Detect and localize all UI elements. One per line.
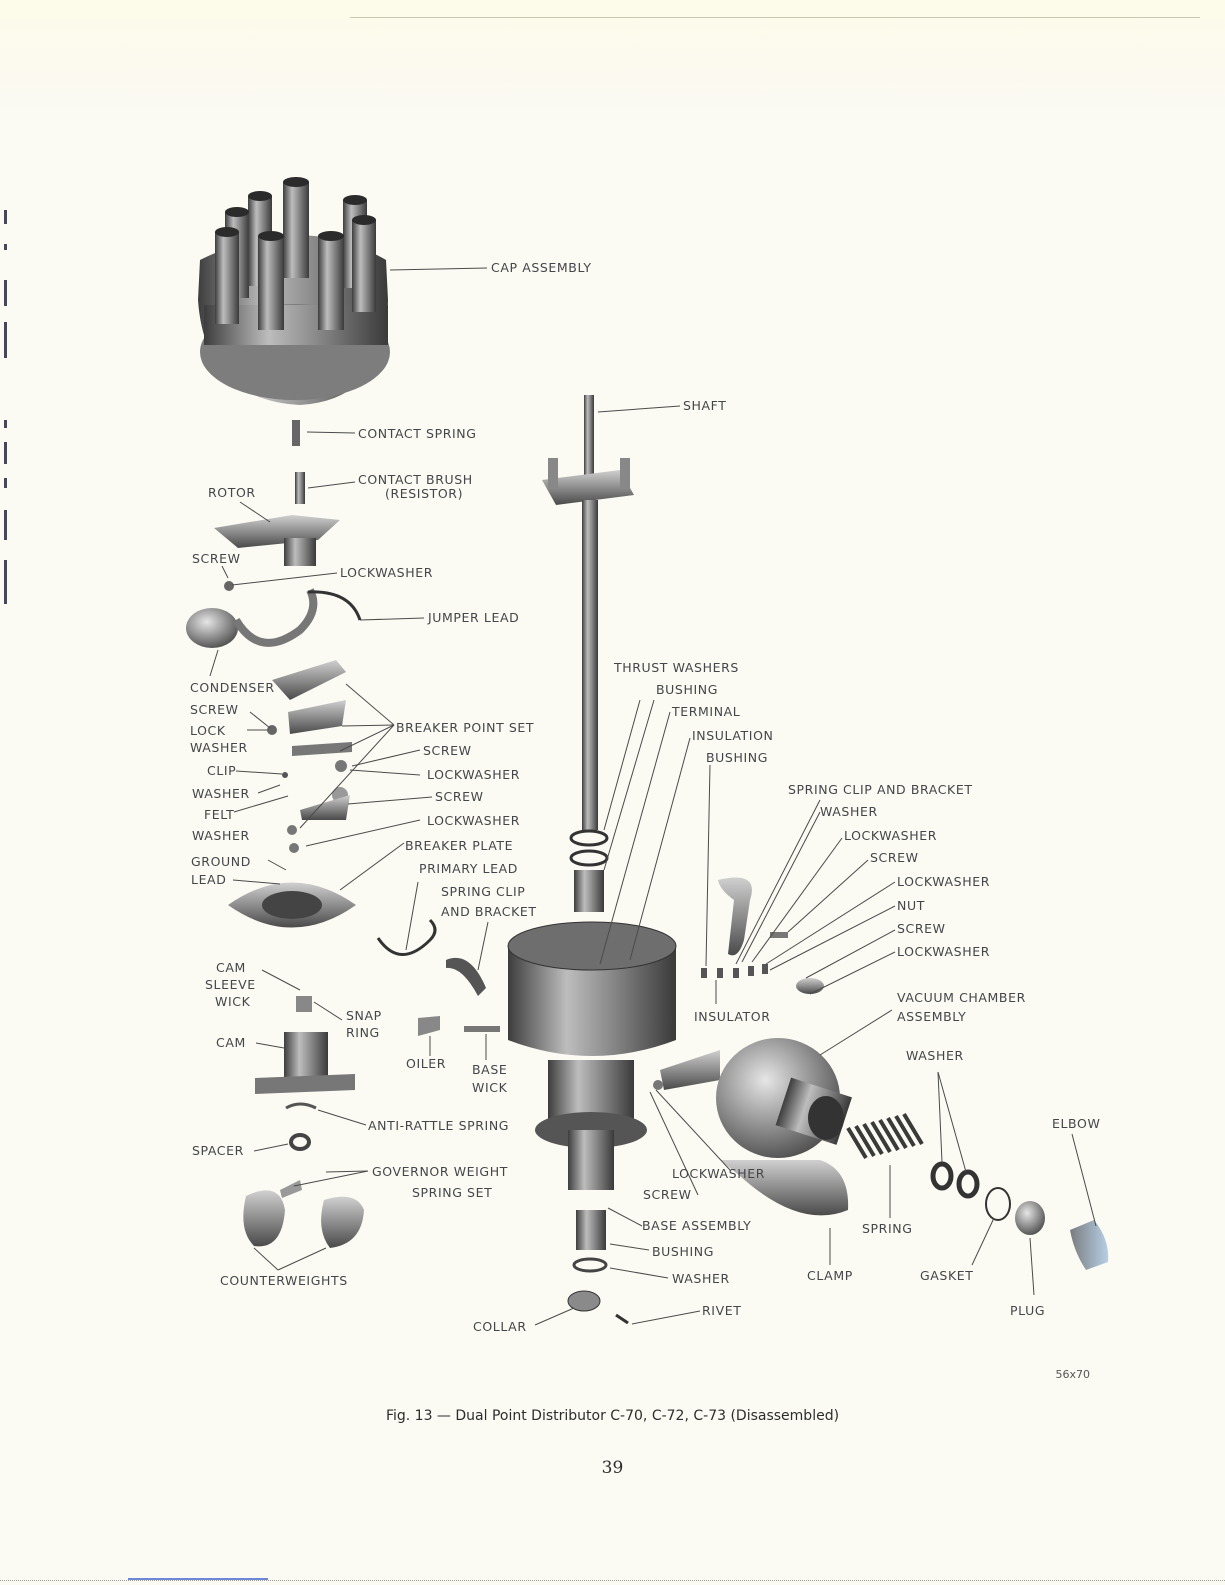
label-condenser: CONDENSER — [190, 680, 275, 695]
label-spring-set: SPRING SET — [412, 1185, 492, 1200]
label-ring: RING — [346, 1025, 380, 1040]
scan-bottom-rule — [0, 1580, 1225, 1581]
thrust-washers-part — [569, 829, 609, 912]
label-washer-left: WASHER — [192, 786, 250, 801]
label-screw-base: SCREW — [643, 1187, 692, 1202]
label-cam: CAM — [216, 960, 246, 975]
label-lockwasher-rotor: LOCKWASHER — [340, 565, 433, 580]
label-bushing-2: BUSHING — [706, 750, 768, 765]
page-top-band — [0, 0, 1225, 110]
page-number: 39 — [601, 1458, 624, 1478]
label-spring-vac: SPRING — [862, 1221, 912, 1236]
label-base-assembly: BASE ASSEMBLY — [642, 1218, 751, 1233]
cap-assembly-part — [198, 177, 390, 405]
label-lead: LEAD — [191, 872, 226, 887]
right-small-parts — [653, 877, 824, 1090]
label-cap-assembly: CAP ASSEMBLY — [491, 260, 592, 275]
label-washer-r: WASHER — [820, 804, 878, 819]
label-rotor: ROTOR — [208, 485, 256, 500]
label-elbow: ELBOW — [1052, 1116, 1100, 1131]
label-resistor: (RESISTOR) — [385, 486, 463, 501]
label-snap: SNAP — [346, 1008, 382, 1023]
label-sleeve: SLEEVE — [205, 977, 256, 992]
label-oiler: OILER — [406, 1056, 446, 1071]
label-breaker-point-set: BREAKER POINT SET — [396, 720, 534, 735]
label-vacuum-chamber: VACUUM CHAMBER — [897, 990, 1026, 1005]
label-collar: COLLAR — [473, 1319, 527, 1334]
label-primary-lead: PRIMARY LEAD — [419, 861, 518, 876]
rotor-and-small-parts — [186, 420, 500, 1248]
label-plug: PLUG — [1010, 1303, 1045, 1318]
label-spring-clip: SPRING CLIP — [441, 884, 525, 899]
label-gasket: GASKET — [920, 1268, 974, 1283]
label-nut: NUT — [897, 898, 925, 913]
label-washer-felt: WASHER — [192, 828, 250, 843]
label-lockwasher-r1: LOCKWASHER — [844, 828, 937, 843]
label-contact-spring: CONTACT SPRING — [358, 426, 477, 441]
label-washer-base: WASHER — [672, 1271, 730, 1286]
label-screw-left: SCREW — [190, 702, 239, 717]
scan-top-rule — [350, 17, 1200, 18]
label-screw-bp1: SCREW — [423, 743, 472, 758]
label-felt: FELT — [204, 807, 234, 822]
label-lockwasher-bp2: LOCKWASHER — [427, 813, 520, 828]
label-washer-lock: WASHER — [190, 740, 248, 755]
label-insulation: INSULATION — [692, 728, 773, 743]
label-shaft: SHAFT — [683, 398, 727, 413]
label-screw-bp2: SCREW — [435, 789, 484, 804]
label-screw-r2: SCREW — [897, 921, 946, 936]
label-wick-cam: WICK — [215, 994, 251, 1009]
label-bushing-3: BUSHING — [652, 1244, 714, 1259]
label-spacer: SPACER — [192, 1143, 244, 1158]
label-vacuum-assembly: ASSEMBLY — [897, 1009, 966, 1024]
label-wick-base: WICK — [472, 1080, 508, 1095]
scan-bottom-mark — [128, 1578, 268, 1580]
label-lock: LOCK — [190, 723, 226, 738]
label-counterweights: COUNTERWEIGHTS — [220, 1273, 348, 1288]
label-anti-rattle-spring: ANTI-RATTLE SPRING — [368, 1118, 509, 1133]
label-contact-brush: CONTACT BRUSH — [358, 472, 473, 487]
figure-code: 56x70 — [1055, 1368, 1090, 1381]
label-ground: GROUND — [191, 854, 251, 869]
label-lockwasher-r2: LOCKWASHER — [897, 874, 990, 889]
label-clamp: CLAMP — [807, 1268, 853, 1283]
vacuum-chamber-part — [660, 1038, 1109, 1270]
label-insulator: INSULATOR — [694, 1009, 771, 1024]
shaft-part — [542, 395, 634, 830]
label-washer-vac: WASHER — [906, 1048, 964, 1063]
label-clip: CLIP — [207, 763, 236, 778]
label-and-bracket: AND BRACKET — [441, 904, 537, 919]
label-bushing-1: BUSHING — [656, 682, 718, 697]
base-housing-part — [507, 921, 677, 1325]
label-base: BASE — [472, 1062, 507, 1077]
label-screw-r1: SCREW — [870, 850, 919, 865]
label-governor-weight: GOVERNOR WEIGHT — [372, 1164, 508, 1179]
label-jumper-lead: JUMPER LEAD — [427, 610, 519, 625]
label-thrust-washers: THRUST WASHERS — [613, 660, 739, 675]
label-breaker-plate: BREAKER PLATE — [405, 838, 513, 853]
label-lockwasher-bp1: LOCKWASHER — [427, 767, 520, 782]
leader-lines — [209, 267, 1097, 1326]
label-screw-rotor: SCREW — [192, 551, 241, 566]
label-terminal: TERMINAL — [671, 704, 740, 719]
label-cam-main: CAM — [216, 1035, 246, 1050]
binding-marks — [4, 210, 10, 620]
figure-caption: Fig. 13 — Dual Point Distributor C-70, C… — [385, 1408, 840, 1424]
label-rivet: RIVET — [702, 1303, 741, 1318]
label-spring-clip-and-bracket: SPRING CLIP AND BRACKET — [788, 782, 973, 797]
label-lockwasher-r3: LOCKWASHER — [897, 944, 990, 959]
label-lockwasher-base: LOCKWASHER — [672, 1166, 765, 1181]
